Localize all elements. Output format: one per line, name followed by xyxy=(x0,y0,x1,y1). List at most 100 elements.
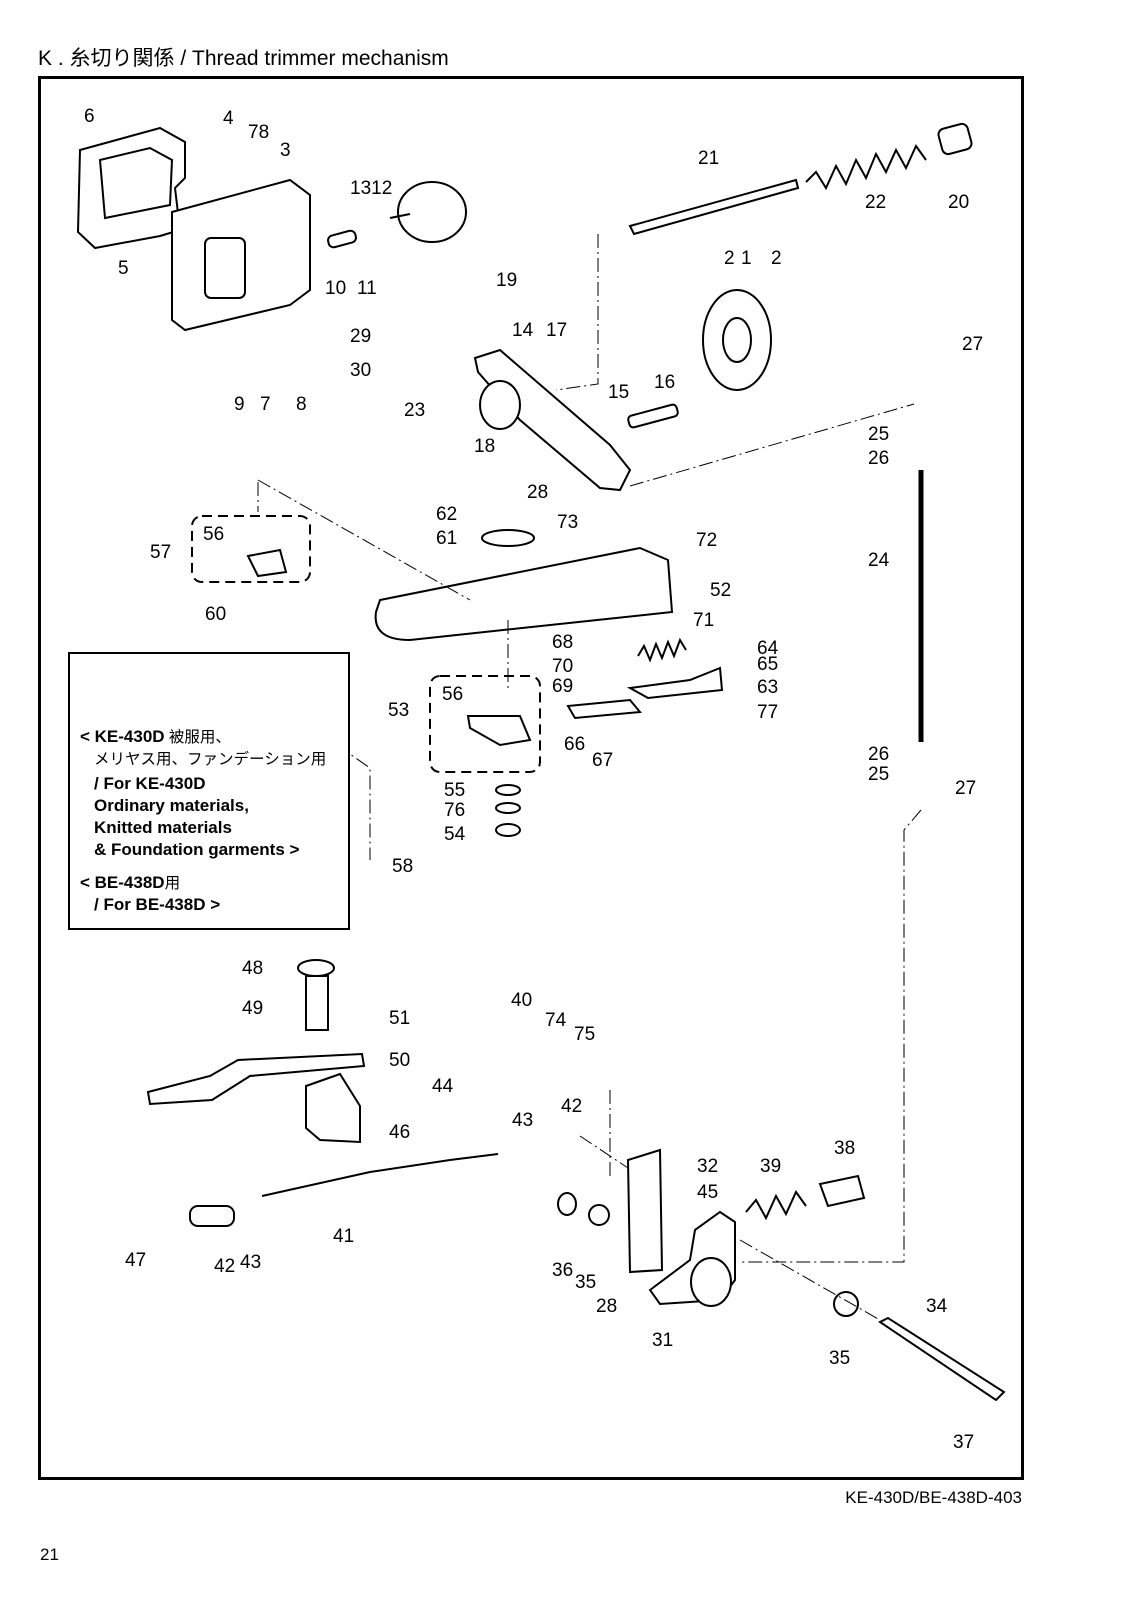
part-label: 54 xyxy=(444,824,466,845)
collar-20 xyxy=(937,122,973,156)
guide-line-5 xyxy=(257,689,371,860)
part-label: 25 xyxy=(868,424,889,445)
note-line-6: & Foundation garments > xyxy=(94,840,300,859)
page-title: K . 糸切り関係 / Thread trimmer mechanism xyxy=(38,47,449,70)
lever-50 xyxy=(146,1052,366,1106)
knife-57 xyxy=(246,548,288,578)
model-note-box: < KE-430D 被服用、 メリヤス用、ファンデーション用 / For KE-… xyxy=(68,652,350,930)
lever-63 xyxy=(626,666,724,700)
pulley-1 xyxy=(702,289,772,391)
part-label: 7 xyxy=(260,394,271,415)
note-model-be438d: < BE-438D xyxy=(80,873,165,892)
assembly-57-box xyxy=(191,515,311,583)
block-38 xyxy=(818,1174,866,1208)
part-label: 35 xyxy=(829,1348,850,1369)
part-label: 78 xyxy=(248,122,269,143)
part-label: 17 xyxy=(546,320,567,341)
part-label: 5 xyxy=(118,258,129,279)
plate-32 xyxy=(626,1148,664,1274)
disc-61 xyxy=(481,529,535,547)
part-label: 9 xyxy=(234,394,245,415)
part-label: 28 xyxy=(596,1296,617,1317)
part-label: 44 xyxy=(432,1076,454,1097)
boss-31 xyxy=(690,1257,732,1307)
part-label: 2 xyxy=(724,248,735,269)
part-label: 56 xyxy=(442,684,463,705)
guide-line-9 xyxy=(739,1239,881,1321)
part-label: 1 xyxy=(741,248,752,269)
part-label: 11 xyxy=(357,278,377,299)
part-label: 37 xyxy=(953,1432,974,1453)
spring-39 xyxy=(745,1190,807,1221)
part-label: 30 xyxy=(350,360,371,381)
part-label: 1312 xyxy=(350,178,392,199)
part-label: 39 xyxy=(760,1156,781,1177)
shaft-21 xyxy=(628,178,800,236)
part-label: 60 xyxy=(205,604,226,625)
part-label: 67 xyxy=(592,750,613,771)
washer-55 xyxy=(495,784,521,796)
part-label: 22 xyxy=(865,192,886,213)
note-line-8: / For BE-438D > xyxy=(94,895,221,914)
part-label: 42 xyxy=(214,1256,235,1277)
part-label: 55 xyxy=(444,780,465,801)
part-label: 52 xyxy=(710,580,731,601)
part-label: 18 xyxy=(474,436,495,457)
rod-41 xyxy=(261,1153,499,1197)
part-label: 21 xyxy=(698,148,719,169)
spring-22 xyxy=(805,144,927,191)
screw-48-shank xyxy=(305,975,329,1031)
note-line-4: Ordinary materials, xyxy=(94,796,249,815)
note-line-7: < BE-438D用 xyxy=(80,874,180,892)
part-label: 23 xyxy=(404,400,425,421)
part-label: 70 xyxy=(552,656,573,677)
base-plate-boss xyxy=(204,237,246,299)
knife-53 xyxy=(466,715,532,747)
document-code: KE-430D/BE-438D-403 xyxy=(845,1488,1022,1507)
nut-54 xyxy=(495,823,521,837)
part-label: 68 xyxy=(552,632,573,653)
part-label: 4 xyxy=(223,108,234,129)
part-label: 53 xyxy=(388,700,409,721)
note-model-ke430d: < KE-430D xyxy=(80,727,165,746)
part-labels: 6 4 78 3 5 1312 21 22 20 10 11 19 2 1 2 … xyxy=(84,106,983,1453)
part-label: 15 xyxy=(608,382,629,403)
part-label: 77 xyxy=(757,702,778,723)
part-label: 28 xyxy=(527,482,548,503)
part-label: 58 xyxy=(392,856,413,877)
part-label: 56 xyxy=(203,524,224,545)
part-label: 35 xyxy=(575,1272,596,1293)
note-line-1: < KE-430D 被服用、 xyxy=(80,728,231,746)
part-label: 16 xyxy=(654,372,675,393)
part-label: 46 xyxy=(389,1122,410,1143)
motor-body xyxy=(397,181,467,243)
cover-plate xyxy=(76,126,186,250)
part-label: 2 xyxy=(771,248,782,269)
part-label: 14 xyxy=(512,320,534,341)
part-label: 74 xyxy=(545,1010,567,1031)
part-label: 71 xyxy=(693,610,714,631)
part-label: 57 xyxy=(150,542,171,563)
page-number: 21 xyxy=(40,1545,59,1564)
part-label: 65 xyxy=(757,654,778,675)
part-label: 72 xyxy=(696,530,717,551)
part-label: 75 xyxy=(574,1024,595,1045)
guide-line-1 xyxy=(555,234,599,391)
block-46 xyxy=(305,1072,361,1144)
ring-36 xyxy=(557,1192,577,1216)
part-label: 42 xyxy=(561,1096,582,1117)
part-label: 38 xyxy=(834,1138,855,1159)
part-label: 76 xyxy=(444,800,465,821)
part-label: 43 xyxy=(240,1252,261,1273)
part-label: 24 xyxy=(868,550,890,571)
guide-line-10 xyxy=(579,1135,629,1169)
part-label: 50 xyxy=(389,1050,410,1071)
part-label: 61 xyxy=(436,528,457,549)
washer-35-small xyxy=(588,1204,610,1226)
part-label: 29 xyxy=(350,326,371,347)
rod-end-42-left xyxy=(189,1205,235,1227)
part-label: 43 xyxy=(512,1110,533,1131)
boss-23 xyxy=(479,380,521,430)
part-label: 26 xyxy=(868,448,889,469)
